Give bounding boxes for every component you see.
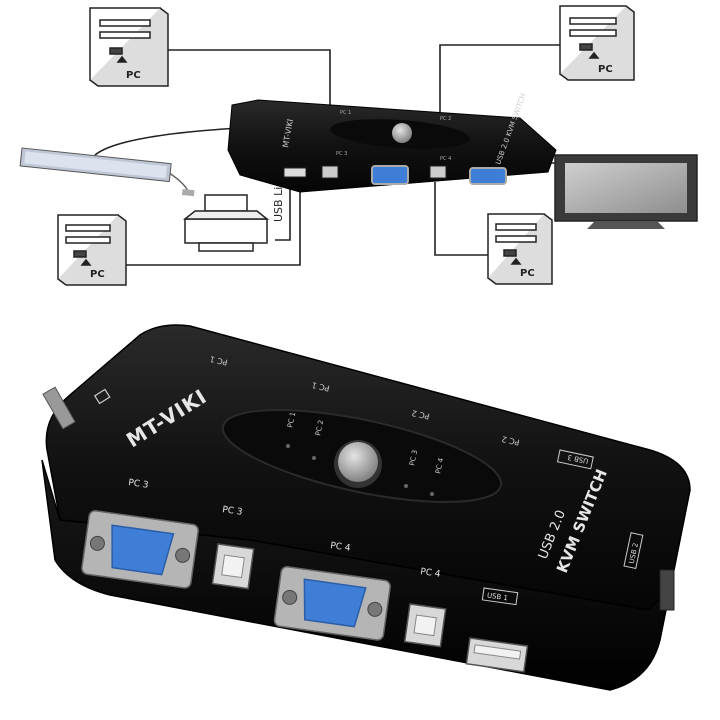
device-front-face — [41, 459, 672, 691]
led-label-pc4: PC 4 — [434, 457, 445, 475]
usb-b-port-pc4 — [403, 603, 447, 648]
small-usb-b-port — [321, 165, 339, 179]
front-label-pc4-usb: PC 4 — [420, 567, 442, 580]
top-port-label-3: PC 2 — [411, 408, 431, 421]
led-indicator — [430, 492, 434, 496]
usb-a-port-1 — [465, 637, 529, 673]
small-switch-port-label-4: PC 4 — [440, 156, 451, 162]
usb-badge-1: USB 1 — [481, 587, 519, 606]
small-vga-port — [469, 167, 507, 185]
pc-label: PC — [126, 70, 141, 81]
cable-line-pc-top-left — [160, 49, 331, 118]
small-switch-port-label-1: PC 1 — [340, 110, 351, 116]
small-usb-port — [283, 167, 307, 178]
small-kvm-switch: MT-VIKI USB 2.0 KVM SWITCH PC 1 PC 2 PC … — [227, 92, 557, 193]
led-label-pc3: PC 3 — [408, 449, 419, 466]
pc-tower-bottom-left-icon: PC — [57, 214, 127, 286]
vga-port-pc4 — [273, 566, 391, 641]
front-label-pc3-vga: PC 3 — [128, 478, 150, 491]
pc-tower-top-right-icon: PC — [559, 5, 635, 81]
pc-label: PC — [520, 268, 535, 279]
cable-line-pc-top-right — [439, 44, 570, 112]
top-port-label-2: PC 1 — [311, 380, 331, 393]
kvm-switch-device: MT-VIKI PC 1 PC 1 PC 2 PC 2 PC 1 PC 2 PC… — [41, 324, 691, 691]
cable-line-usb — [275, 178, 291, 241]
monitor-icon — [554, 154, 698, 229]
select-button — [334, 440, 382, 488]
side-connector-right — [659, 569, 675, 611]
front-label-pc4-vga: PC 4 — [330, 541, 352, 554]
front-label-pc3-usb: PC 3 — [222, 505, 244, 518]
pc-tower-bottom-right-icon: PC — [487, 213, 553, 285]
vga-port-pc3 — [81, 510, 199, 589]
small-switch-port-label-2: PC 2 — [440, 116, 451, 122]
pc-label: PC — [598, 64, 613, 75]
led-indicator — [286, 444, 290, 448]
monitor-symbol-icon — [93, 388, 111, 405]
pc-label: PC — [90, 269, 105, 280]
pc-tower-top-left-icon: PC — [89, 7, 169, 87]
led-label-pc1: PC 1 — [286, 411, 297, 428]
cable-line-keyboard — [94, 127, 241, 156]
cable-line-pc-bottom-left — [122, 175, 301, 266]
usb-badge-1-label: USB 1 — [486, 592, 508, 603]
led-indicator — [404, 484, 408, 488]
keyboard-icon — [19, 147, 195, 197]
printer-icon — [182, 194, 270, 252]
small-usb-b-port — [429, 165, 447, 179]
led-indicator — [312, 456, 316, 460]
led-label-pc2: PC 2 — [314, 419, 325, 436]
usb-b-port-pc3 — [211, 543, 255, 590]
small-vga-port — [371, 165, 409, 185]
top-port-label-4: PC 2 — [501, 434, 521, 447]
small-switch-port-label-3: PC 3 — [336, 151, 347, 157]
small-switch-button — [392, 123, 412, 143]
top-port-label-1: PC 1 — [209, 354, 229, 367]
side-connector — [42, 386, 76, 430]
cable-line-pc-bottom-right — [434, 182, 490, 256]
